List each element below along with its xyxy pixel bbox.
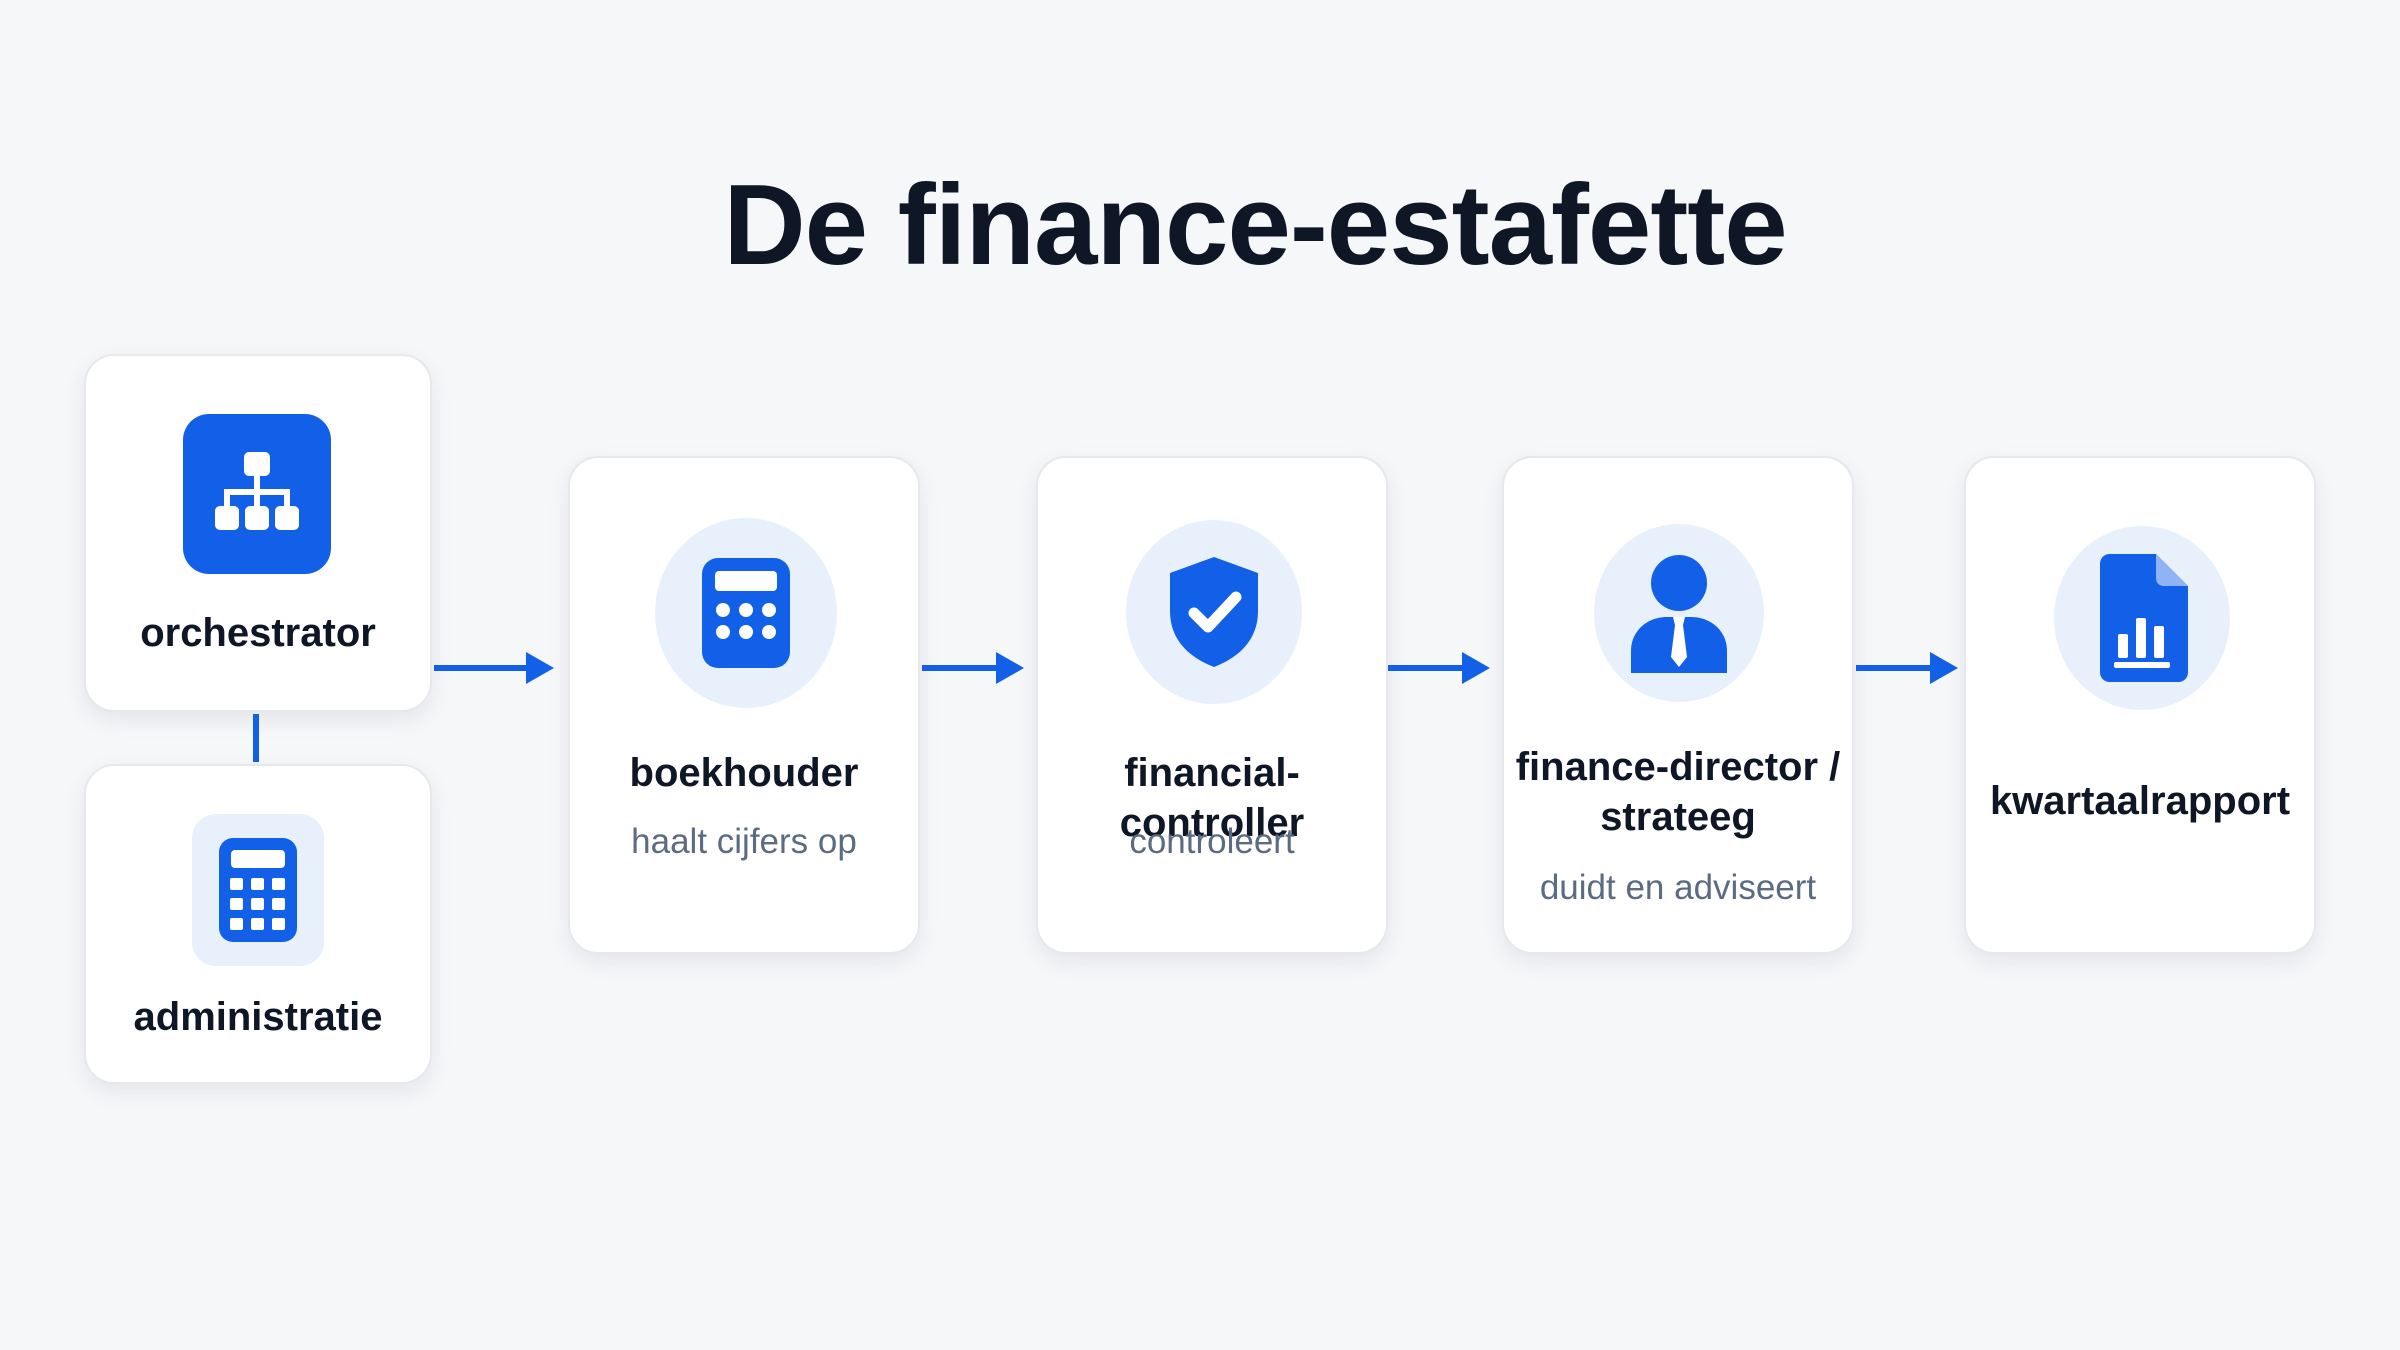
boekhouder-card: boekhouder haalt cijfers op — [568, 456, 920, 954]
orchestrator-card: orchestrator — [84, 354, 432, 712]
kwartaalrapport-card: kwartaalrapport — [1964, 456, 2316, 954]
diagram-title: De finance-estafette — [723, 162, 1787, 289]
finance-director-card: finance-director / strateeg duidt en adv… — [1502, 456, 1854, 954]
calculator-icon — [655, 518, 837, 708]
boekhouder-label: boekhouder — [629, 751, 859, 795]
kwartaalrapport-label: kwartaalrapport — [1989, 779, 2291, 823]
report-document-icon — [2054, 526, 2230, 710]
financial-controller-label: financial-controller — [1119, 751, 1305, 845]
administratie-label: administratie — [133, 995, 383, 1039]
connector-line — [253, 714, 259, 762]
finance-director-label-line1: finance-director / — [1515, 745, 1841, 789]
finance-director-subtitle: duidt en adviseert — [1539, 868, 1817, 907]
arrow-right-icon — [434, 652, 554, 684]
shield-check-icon — [1126, 520, 1302, 704]
administratie-card: administratie — [84, 764, 432, 1084]
person-tie-icon — [1594, 524, 1764, 702]
calculator-icon — [192, 814, 324, 966]
boekhouder-subtitle: haalt cijfers op — [631, 822, 857, 861]
finance-director-label-line2: strateeg — [1600, 795, 1756, 839]
orchestrator-label: orchestrator — [140, 611, 376, 655]
financial-controller-card: financial-controller controleert — [1036, 456, 1388, 954]
arrow-right-icon — [1856, 652, 1958, 684]
hierarchy-icon — [183, 414, 331, 574]
arrow-right-icon — [1388, 652, 1490, 684]
arrow-right-icon — [922, 652, 1024, 684]
financial-controller-subtitle: controleert — [1129, 822, 1295, 861]
